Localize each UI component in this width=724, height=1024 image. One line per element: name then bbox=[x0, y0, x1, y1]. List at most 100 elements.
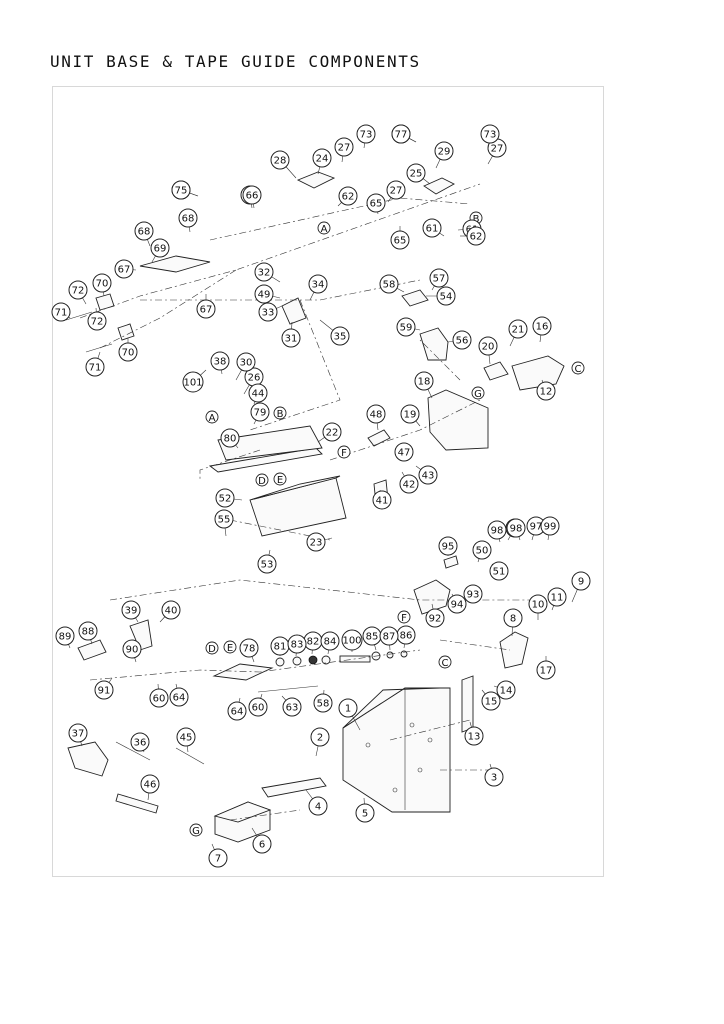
callout-number: 8 bbox=[510, 614, 516, 625]
part-callout: 38 bbox=[210, 351, 230, 375]
callout-number: 24 bbox=[316, 154, 329, 165]
part-callout: 11 bbox=[547, 587, 567, 611]
part-callout: 21 bbox=[508, 319, 528, 347]
callout-number: 65 bbox=[394, 236, 407, 247]
callout-number: 28 bbox=[274, 156, 287, 167]
callout-number: 44 bbox=[252, 389, 265, 400]
callout-number: 26 bbox=[248, 373, 261, 384]
part-upper-block-24 bbox=[296, 171, 336, 189]
callout-balloon bbox=[248, 383, 268, 403]
callout-balloon bbox=[480, 124, 500, 144]
part-callout: 97 bbox=[526, 516, 546, 541]
part-callout: 87 bbox=[379, 626, 399, 651]
callout-balloon bbox=[338, 186, 358, 206]
callout-number: 34 bbox=[312, 280, 325, 291]
callout-balloon bbox=[355, 803, 375, 823]
callout-balloon bbox=[94, 680, 114, 700]
callout-number: 33 bbox=[262, 308, 275, 319]
part-callout: 80 bbox=[220, 428, 240, 449]
callout-balloon bbox=[508, 319, 528, 339]
part-callout: 84 bbox=[320, 631, 340, 655]
callout-balloon bbox=[322, 422, 342, 442]
part-callout: 18 bbox=[414, 371, 434, 399]
callout-number: 67 bbox=[200, 305, 213, 316]
part-callout: 27 bbox=[334, 137, 354, 163]
part-callout: 67 bbox=[114, 259, 137, 279]
callout-number: 49 bbox=[258, 290, 271, 301]
callout-number: 60 bbox=[153, 694, 166, 705]
part-callout: 62 bbox=[337, 186, 358, 207]
part-bracket-88 bbox=[77, 639, 107, 661]
part-callout: 53 bbox=[257, 549, 277, 574]
callout-balloon bbox=[250, 402, 270, 422]
callout-number: 50 bbox=[476, 546, 489, 557]
part-head-20 bbox=[483, 361, 509, 381]
part-guide-plate-22 bbox=[208, 425, 323, 473]
callout-number: 94 bbox=[451, 600, 464, 611]
callout-balloon bbox=[308, 796, 328, 816]
callout-balloon bbox=[114, 259, 134, 279]
callout-balloon bbox=[391, 124, 411, 144]
callout-balloon bbox=[254, 284, 274, 304]
part-callout: 70 bbox=[118, 338, 138, 362]
reference-letter: G bbox=[189, 823, 203, 837]
callout-number: 97 bbox=[530, 522, 543, 533]
part-callout: 68 bbox=[178, 208, 198, 233]
callout-balloon bbox=[466, 226, 486, 246]
part-sensor-37 bbox=[67, 741, 109, 777]
part-upper-arm-left bbox=[139, 255, 211, 273]
svg-text:C: C bbox=[442, 658, 449, 669]
part-callout: 48 bbox=[366, 404, 386, 431]
callout-number: 80 bbox=[224, 434, 237, 445]
callout-number: 84 bbox=[324, 637, 337, 648]
callout-balloon bbox=[434, 141, 454, 161]
part-callout: 65 bbox=[390, 226, 410, 250]
part-callout: 2 bbox=[310, 727, 330, 757]
callout-balloon bbox=[372, 490, 392, 510]
part-callout: 98 bbox=[487, 520, 507, 543]
part-callout: 39 bbox=[121, 600, 141, 623]
callout-number: 70 bbox=[122, 348, 135, 359]
callout-number: 60 bbox=[252, 703, 265, 714]
part-callout: 52 bbox=[215, 488, 243, 508]
callout-number: 75 bbox=[175, 186, 188, 197]
callout-number: 62 bbox=[470, 232, 483, 243]
part-callout: 61 bbox=[422, 218, 445, 238]
callout-number: 57 bbox=[433, 274, 446, 285]
part-callout: 95 bbox=[438, 536, 458, 556]
part-callout: 63 bbox=[281, 695, 302, 717]
callout-balloon bbox=[472, 540, 492, 560]
callout-balloon bbox=[313, 693, 333, 713]
reference-letter: D bbox=[255, 473, 269, 487]
part-cylinder-12 bbox=[511, 355, 565, 391]
callout-number: 32 bbox=[258, 268, 271, 279]
part-callout: 60 bbox=[248, 693, 268, 717]
callout-balloon bbox=[258, 302, 278, 322]
svg-text:D: D bbox=[208, 644, 216, 655]
callout-balloon bbox=[452, 330, 472, 350]
callout-number: 100 bbox=[342, 636, 361, 647]
part-callout: 34 bbox=[308, 274, 328, 301]
part-callout: 1 bbox=[338, 698, 361, 731]
callout-number: 5 bbox=[362, 809, 368, 820]
callout-balloon bbox=[210, 351, 230, 371]
reference-letter: F bbox=[397, 610, 411, 624]
callout-balloon bbox=[85, 357, 105, 377]
callout-number: 62 bbox=[342, 192, 355, 203]
svg-text:G: G bbox=[474, 389, 482, 400]
part-callout: 4 bbox=[305, 789, 328, 816]
callout-balloon bbox=[366, 193, 386, 213]
callout-number: 72 bbox=[72, 286, 85, 297]
callout-balloon bbox=[489, 561, 509, 581]
callout-number: 11 bbox=[551, 593, 564, 604]
callout-number: 43 bbox=[422, 471, 435, 482]
svg-text:C: C bbox=[575, 364, 582, 375]
callout-balloon bbox=[464, 726, 484, 746]
part-callout: 42 bbox=[399, 471, 419, 494]
svg-text:G: G bbox=[192, 826, 200, 837]
callout-number: 81 bbox=[274, 642, 287, 653]
callout-number: 73 bbox=[360, 130, 373, 141]
part-callout: 23 bbox=[306, 532, 333, 552]
callout-balloon bbox=[338, 698, 358, 718]
callout-number: 51 bbox=[493, 567, 506, 578]
